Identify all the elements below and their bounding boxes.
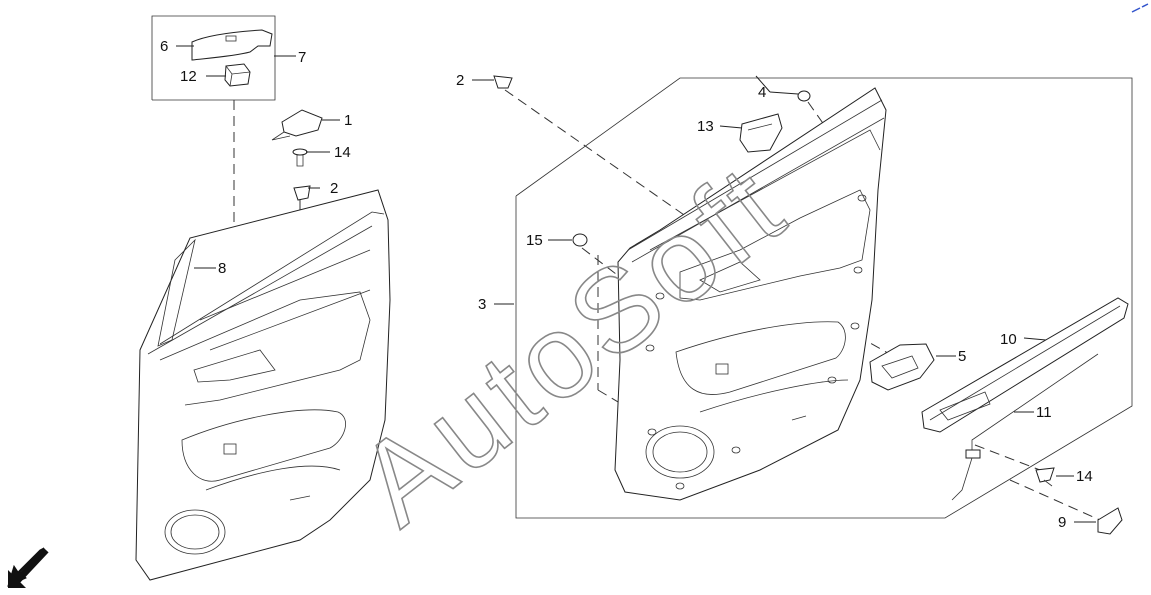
part-15-clip [572, 233, 588, 247]
part-1-cap [271, 109, 323, 141]
part-9-end-cap [1097, 507, 1123, 535]
callout-14b: 14 [1076, 468, 1093, 485]
part-10-armrest [921, 297, 1129, 433]
door-trim-frame [515, 77, 1133, 519]
callout-2: 2 [330, 180, 338, 197]
part-11-harness [951, 353, 1099, 501]
part-5-inner-handle [869, 343, 935, 391]
callout-9: 9 [1058, 514, 1066, 531]
callout-7: 7 [298, 49, 306, 66]
callout-4: 4 [758, 84, 766, 101]
callout-3: 3 [478, 296, 486, 313]
part-3-door-trim [614, 87, 887, 501]
part-6-switch-cover [191, 29, 273, 61]
callout-14: 14 [334, 144, 351, 161]
part-4-clip [797, 90, 811, 102]
part-12-switch [224, 63, 251, 87]
callout-2b: 2 [456, 72, 464, 89]
callout-labels: 6 7 12 1 14 2 8 2 4 13 15 3 5 10 11 14 9 [160, 38, 1093, 531]
part-13-bracket [739, 113, 783, 153]
part-2-clip-upper [293, 185, 311, 201]
callout-15: 15 [526, 232, 543, 249]
callout-13: 13 [697, 118, 714, 135]
door-trim-assembled [135, 189, 391, 581]
callout-6: 6 [160, 38, 168, 55]
part-2-clip-lower [493, 75, 513, 89]
callout-12: 12 [180, 68, 197, 85]
callout-11: 11 [1036, 404, 1052, 421]
callout-10: 10 [1000, 331, 1017, 348]
arrow-down-left-icon [7, 547, 49, 588]
part-14-screw-upper [292, 148, 308, 167]
callout-5: 5 [958, 348, 966, 365]
leader-lines [176, 45, 1096, 523]
part-14-screw-lower [1035, 467, 1055, 487]
callout-8: 8 [218, 260, 226, 277]
switch-bezel-inset [151, 15, 276, 101]
corner-mark-icon [1131, 3, 1149, 13]
callout-1: 1 [344, 112, 352, 129]
